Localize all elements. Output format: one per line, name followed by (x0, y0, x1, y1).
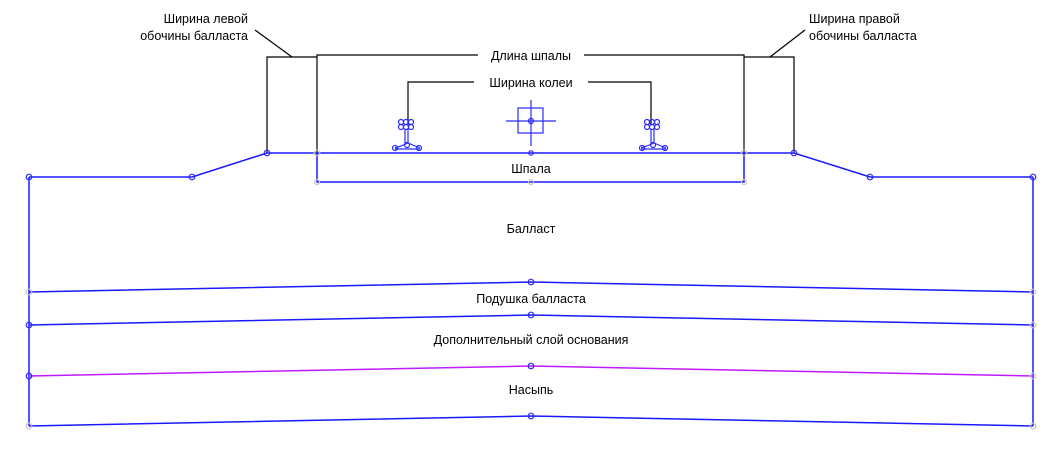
node[interactable] (25, 173, 33, 181)
left-shoulder-label-line1: Ширина левой (164, 12, 248, 26)
node[interactable] (740, 178, 748, 186)
right-shoulder-label-line1: Ширина правой (809, 12, 900, 26)
right-rail-icon[interactable] (638, 118, 669, 152)
node[interactable] (25, 372, 33, 380)
embankment-label: Насыпь (509, 383, 554, 397)
right-shoulder-label-line2: обочины балласта (809, 29, 917, 43)
node[interactable] (313, 149, 321, 157)
node[interactable] (1029, 173, 1037, 181)
sleeper-outline[interactable] (316, 153, 745, 183)
right-shoulder-dimension (744, 56, 795, 153)
ballast-bottom-line[interactable] (28, 281, 1034, 293)
ballast-cushion-label: Подушка балласта (476, 292, 586, 306)
left-rail-icon[interactable] (391, 118, 423, 152)
left-shoulder-dimension (266, 56, 317, 153)
cushion-bottom-line[interactable] (28, 314, 1034, 326)
node[interactable] (313, 178, 321, 186)
sleeper-label: Шпала (511, 162, 550, 176)
node[interactable] (263, 149, 271, 157)
node[interactable] (25, 288, 33, 296)
right-shoulder-leader (769, 29, 806, 58)
track-gauge-label: Ширина колеи (489, 76, 572, 90)
node[interactable] (866, 173, 874, 181)
node[interactable] (25, 321, 33, 329)
crosshair-icon[interactable] (506, 100, 556, 146)
ballast-label: Балласт (507, 222, 556, 236)
node[interactable] (527, 278, 535, 286)
node[interactable] (1029, 422, 1037, 430)
node[interactable] (188, 173, 196, 181)
additional-base-layer-label: Дополнительный слой основания (434, 333, 629, 347)
embankment-bottom-line[interactable] (28, 415, 1034, 427)
node[interactable] (528, 150, 534, 156)
sleeper-length-label: Длина шпалы (491, 49, 571, 63)
additional-layer-bottom-line[interactable] (28, 365, 1034, 377)
node[interactable] (1029, 372, 1037, 380)
node[interactable] (527, 362, 535, 370)
node[interactable] (527, 311, 535, 319)
node[interactable] (1029, 288, 1037, 296)
left-shoulder-leader (254, 29, 293, 58)
node[interactable] (1029, 321, 1037, 329)
node[interactable] (740, 149, 748, 157)
left-shoulder-label-line2: обочины балласта (140, 29, 248, 43)
profile-nodes[interactable] (25, 149, 1037, 430)
node[interactable] (527, 178, 535, 186)
ballast-top-profile[interactable] (29, 152, 1033, 178)
node[interactable] (790, 149, 798, 157)
node[interactable] (527, 412, 535, 420)
node[interactable] (25, 422, 33, 430)
